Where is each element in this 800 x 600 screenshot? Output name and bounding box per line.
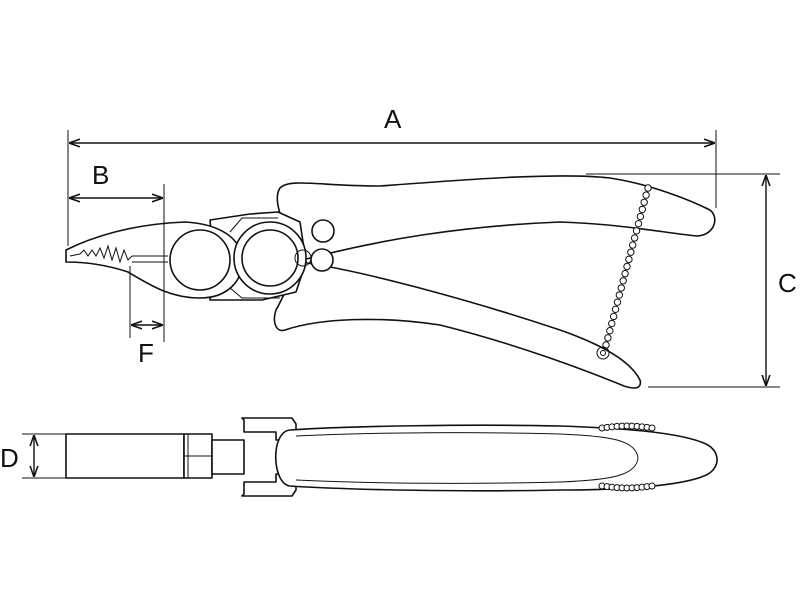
chain-bead — [621, 269, 629, 278]
pliers-side-view — [65, 175, 716, 389]
chain-bead — [638, 205, 646, 214]
top-view-neck — [211, 439, 245, 475]
chain-bead — [642, 191, 650, 199]
chain-bead — [619, 277, 627, 285]
chain-bead — [648, 482, 656, 490]
chain-bead — [625, 255, 633, 264]
chain-bead — [640, 198, 648, 206]
top-view-handle — [274, 424, 718, 492]
top-view-handle-inner — [295, 432, 639, 484]
chain-bead — [634, 219, 643, 228]
dimension-lines — [22, 130, 780, 479]
chain-bead — [604, 334, 612, 342]
top-view-chain-bottom — [598, 482, 656, 492]
upper-handle-hole — [311, 219, 335, 243]
chain-bead — [608, 319, 616, 328]
chain-bead — [648, 424, 656, 432]
chain-bead — [613, 298, 622, 306]
chain-bead — [606, 327, 614, 335]
chain-bead — [636, 212, 645, 221]
chain-bead — [615, 291, 624, 299]
top-view-jaw — [65, 433, 185, 479]
dimension-label-a: A — [384, 104, 402, 134]
chain-bead — [611, 305, 620, 314]
chain-bead — [630, 234, 639, 242]
chain-bead — [609, 312, 618, 321]
chain-bead — [617, 284, 625, 292]
jaw-pivot-lobe-left — [169, 229, 231, 291]
pliers-top-view — [65, 417, 718, 497]
chain-bead — [623, 262, 631, 271]
pivot-rivet — [241, 229, 299, 287]
chain-bead — [629, 241, 637, 249]
chain-ring — [596, 346, 610, 360]
dimension-label-b: B — [92, 160, 109, 190]
chain-bead — [632, 227, 641, 235]
jaw-serration — [69, 244, 133, 264]
dimension-label-f: F — [138, 338, 154, 368]
lower-handle-hole — [310, 248, 334, 272]
top-view-chain-top — [598, 422, 656, 432]
chain-bead — [644, 184, 652, 192]
dimension-label-c: C — [778, 268, 797, 298]
pivot-small-hole — [294, 249, 312, 267]
dimension-label-d: D — [0, 443, 19, 473]
lower-handle — [273, 261, 642, 389]
chain-bead — [627, 248, 635, 256]
